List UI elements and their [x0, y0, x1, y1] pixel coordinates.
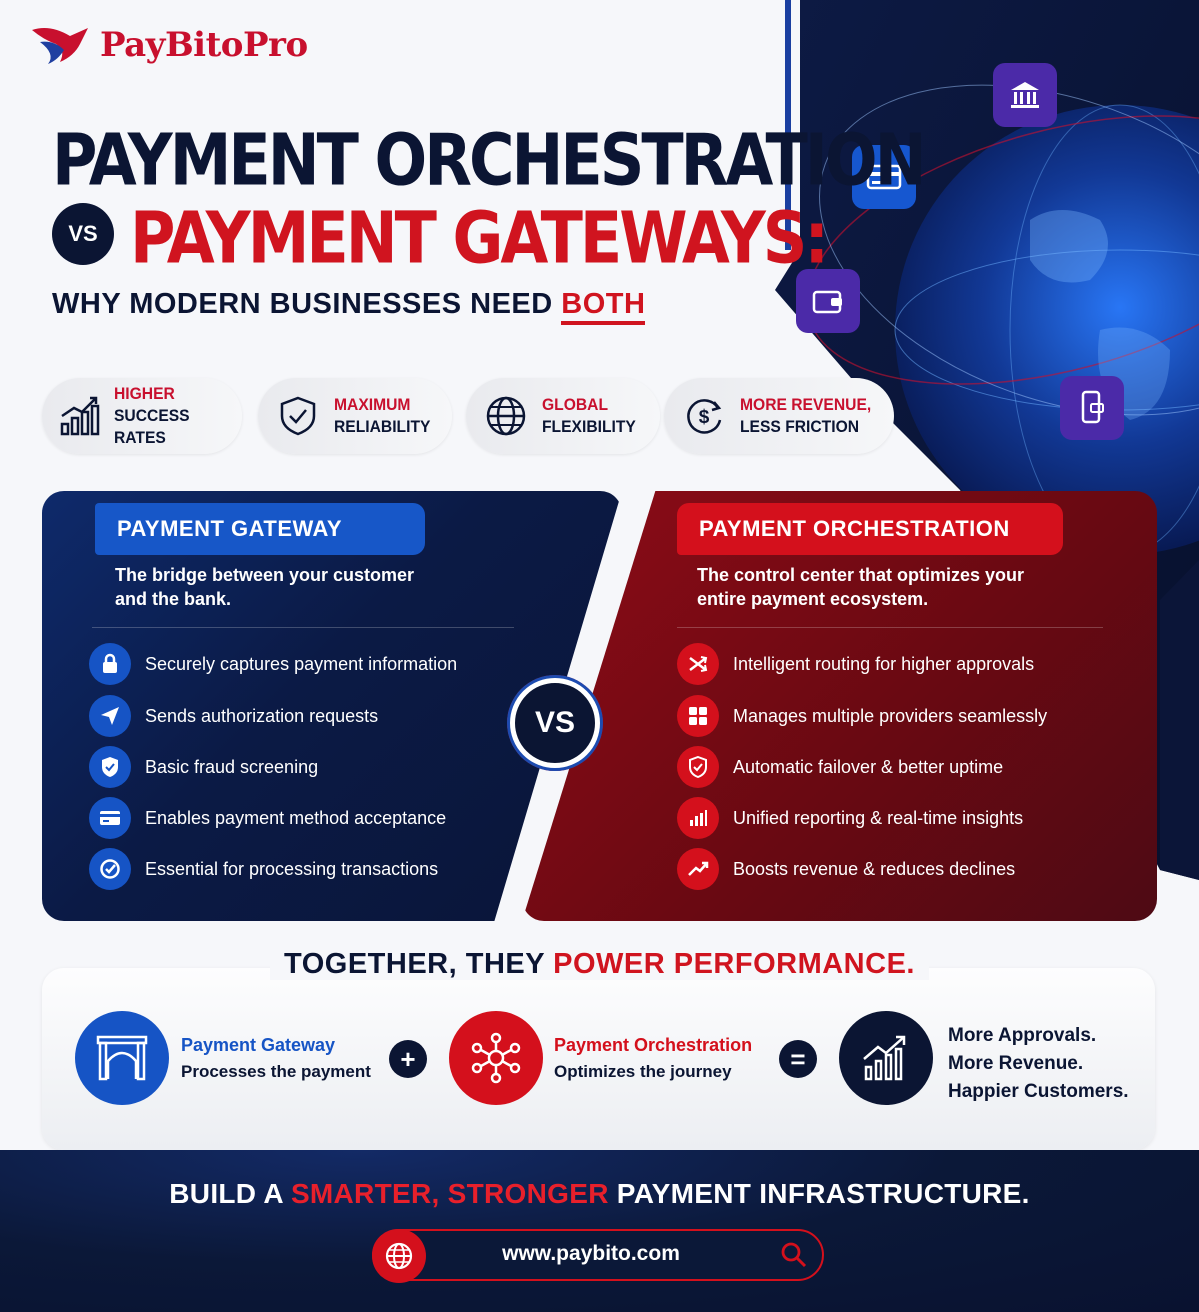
gateway-feature: Securely captures payment information: [89, 643, 457, 685]
card-icon: [89, 797, 131, 839]
wallet-icon: [796, 269, 860, 333]
together-title-text: TOGETHER, THEY: [284, 948, 554, 980]
together-title-accent: POWER PERFORMANCE.: [553, 948, 915, 980]
gateway-sub: Processes the payment: [181, 1062, 371, 1081]
brand-name: PayBitoPro: [100, 25, 308, 65]
benefit-pill: $ MORE REVENUE, LESS FRICTION: [664, 378, 894, 454]
benefit-subtitle: LESS FRICTION: [740, 417, 860, 436]
cta-accent: SMARTER, STRONGER: [290, 1178, 609, 1209]
feature-text: Manages multiple providers seamlessly: [733, 705, 1048, 726]
grid-icon: [677, 695, 719, 737]
benefit-subtitle: RELIABILITY: [334, 417, 431, 436]
together-card: [42, 968, 1155, 1150]
feature-text: Boosts revenue & reduces declines: [733, 858, 1016, 879]
network-hub-icon: [449, 1011, 543, 1105]
result-item: More Approvals.: [948, 1025, 1097, 1046]
gateway-title: PAYMENT GATEWAY: [95, 503, 425, 555]
together-title: TOGETHER, THEY POWER PERFORMANCE.: [0, 948, 1199, 981]
orchestration-feature: Manages multiple providers seamlessly: [677, 695, 1047, 737]
shield-icon: [677, 746, 719, 788]
subtitle-text: WHY MODERN BUSINESSES NEED: [52, 288, 562, 320]
cta-suffix: PAYMENT INFRASTRUCTURE.: [608, 1178, 1030, 1209]
shuffle-icon: [677, 643, 719, 685]
orchestration-feature: Automatic failover & better uptime: [677, 746, 1003, 788]
result-item: More Revenue.: [948, 1053, 1084, 1074]
gateway-arch-icon: [75, 1011, 169, 1105]
gateway-description: The bridge between your customer and the…: [115, 565, 415, 609]
footer-cta: BUILD A SMARTER, STRONGER PAYMENT INFRAS…: [0, 1178, 1199, 1210]
benefit-subtitle: FLEXIBILITY: [542, 417, 636, 436]
gateway-feature: Essential for processing transactions: [89, 848, 438, 890]
gateway-feature: Enables payment method acceptance: [89, 797, 446, 839]
plus-sign: +: [389, 1040, 427, 1078]
subtitle: WHY MODERN BUSINESSES NEED BOTH: [52, 288, 646, 325]
gateway-feature: Sends authorization requests: [89, 695, 378, 737]
orchestration-description: The control center that optimizes your e…: [697, 565, 1025, 609]
lock-icon: [89, 643, 131, 685]
check-circle-icon: [89, 848, 131, 890]
orchestration-divider: [677, 627, 1103, 628]
feature-text: Essential for processing transactions: [145, 858, 439, 879]
bar-chart-icon: [58, 392, 102, 440]
shield-icon: [89, 746, 131, 788]
benefit-title: MORE REVENUE,: [740, 395, 872, 414]
brand-logo: PayBitoPro: [30, 22, 308, 68]
feature-text: Securely captures payment information: [145, 653, 458, 674]
benefit-title: GLOBAL: [542, 395, 609, 414]
trend-up-icon: [677, 848, 719, 890]
growth-chart-icon: [839, 1011, 933, 1105]
bank-icon: [993, 63, 1057, 127]
website-link[interactable]: www.paybito.com: [502, 1242, 680, 1265]
feature-text: Unified reporting & real-time insights: [733, 807, 1024, 828]
benefit-title: HIGHER: [114, 384, 175, 403]
svg-text:$: $: [699, 407, 710, 428]
cta-prefix: BUILD A: [169, 1178, 291, 1209]
orchestration-feature: Intelligent routing for higher approvals: [677, 643, 1034, 685]
orchestration-feature: Boosts revenue & reduces declines: [677, 848, 1015, 890]
vs-badge: VS: [52, 203, 114, 265]
title-line-2: PAYMENT GATEWAYS:: [130, 196, 829, 280]
equals-sign: =: [779, 1040, 817, 1078]
orchestration-label: Payment Orchestration: [554, 1035, 753, 1055]
feature-text: Enables payment method acceptance: [145, 807, 447, 828]
gateway-label: Payment Gateway: [181, 1035, 336, 1055]
benefit-subtitle: SUCCESS RATES: [114, 406, 190, 447]
send-icon: [89, 695, 131, 737]
result-item: Happier Customers.: [948, 1081, 1129, 1102]
globe-icon: [372, 1229, 426, 1283]
search-icon[interactable]: [780, 1241, 808, 1274]
feature-text: Intelligent routing for higher approvals: [733, 653, 1035, 674]
feature-text: Sends authorization requests: [145, 705, 379, 726]
benefit-pill: GLOBAL FLEXIBILITY: [466, 378, 660, 454]
mobile-payment-icon: [1060, 376, 1124, 440]
shield-check-icon: [274, 392, 322, 440]
bar-chart-icon: [677, 797, 719, 839]
eagle-logo-icon: [32, 28, 88, 64]
benefit-pill: HIGHER SUCCESS RATES: [42, 378, 242, 454]
result-list: More Approvals. More Revenue. Happier Cu…: [948, 1022, 1129, 1106]
benefit-pill: MAXIMUM RELIABILITY: [258, 378, 452, 454]
gateway-feature: Basic fraud screening: [89, 746, 318, 788]
center-vs-badge: VS: [510, 678, 600, 768]
feature-text: Automatic failover & better uptime: [733, 756, 1004, 777]
benefit-title: MAXIMUM: [334, 395, 411, 414]
globe-icon: [482, 392, 530, 440]
dollar-cycle-icon: $: [680, 392, 728, 440]
url-bar[interactable]: [372, 1229, 824, 1281]
credit-card-icon: [852, 145, 916, 209]
orchestration-feature: Unified reporting & real-time insights: [677, 797, 1023, 839]
subtitle-accent: BOTH: [561, 288, 646, 325]
title-line-1: PAYMENT ORCHESTRATION: [52, 118, 927, 202]
orchestration-sub: Optimizes the journey: [554, 1062, 732, 1081]
orchestration-title: PAYMENT ORCHESTRATION: [677, 503, 1063, 555]
feature-text: Basic fraud screening: [145, 756, 319, 777]
gateway-divider: [92, 627, 514, 628]
benefit-pills: HIGHER SUCCESS RATES MAXIMUM RELIABILITY G…: [42, 378, 902, 454]
